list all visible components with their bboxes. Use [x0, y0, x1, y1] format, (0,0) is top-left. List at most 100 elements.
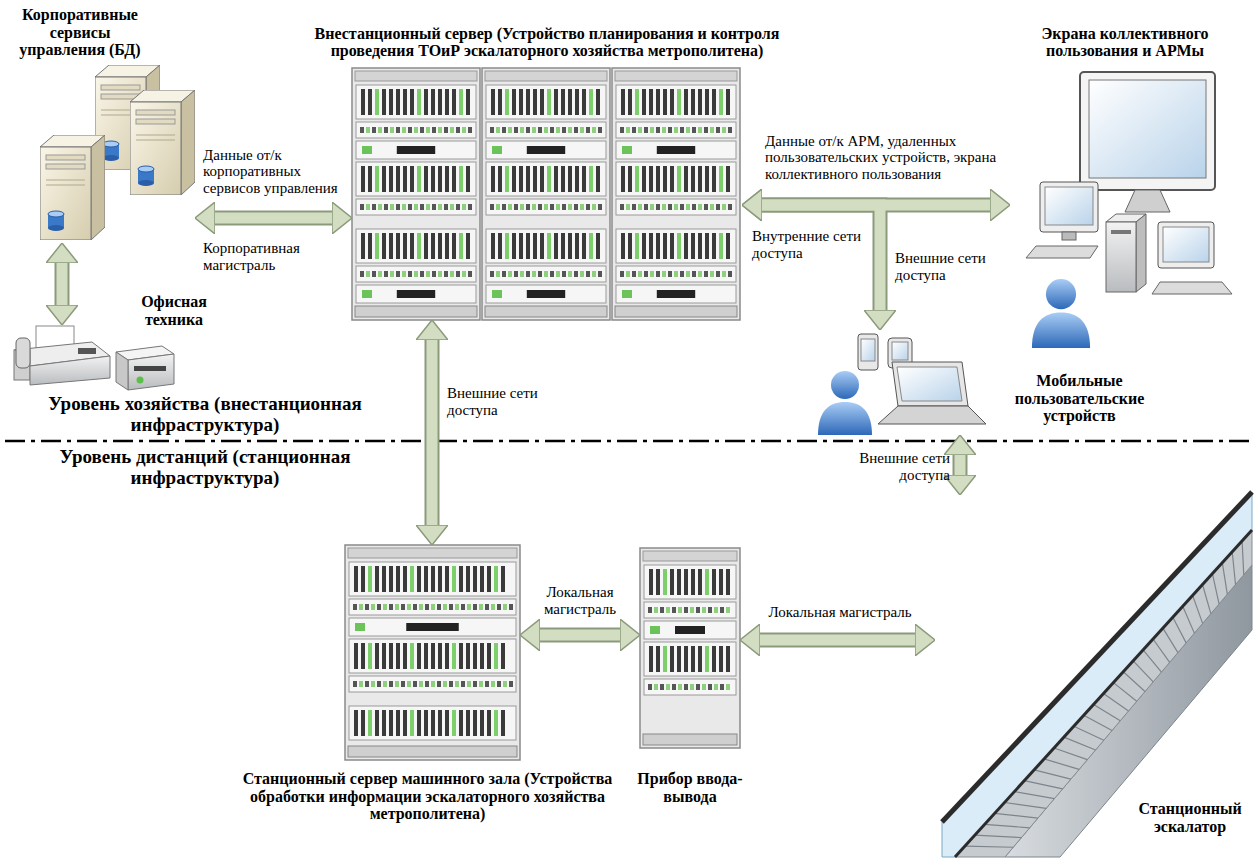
illustration-part	[649, 233, 653, 259]
illustration-part	[586, 204, 590, 210]
node-box: Мобильные пользовательские устройств	[815, 330, 985, 435]
illustration-part	[426, 271, 430, 277]
illustration-part	[438, 166, 442, 192]
connector-arrow	[215, 213, 332, 224]
illustration-part	[575, 166, 579, 192]
illustration-part	[582, 166, 586, 192]
illustration-part	[383, 604, 387, 610]
illustration-part	[450, 204, 454, 210]
illustration-part	[455, 604, 459, 610]
illustration-part	[712, 646, 716, 672]
illustration-part	[349, 706, 516, 740]
illustration-part	[554, 233, 558, 259]
illustration-part	[650, 626, 660, 634]
illustration-part	[452, 710, 456, 736]
illustration-part	[712, 89, 716, 115]
illustration-part	[382, 233, 386, 259]
illustration-part	[461, 681, 465, 687]
illustration-part	[533, 233, 537, 259]
illustration-part	[438, 643, 442, 669]
illustration-part	[644, 271, 648, 277]
illustration-part	[942, 492, 1252, 822]
illustration-part	[532, 271, 536, 277]
illustration-part	[452, 166, 456, 192]
illustration-part	[389, 233, 393, 259]
illustration-part	[582, 89, 586, 115]
illustration-part	[494, 643, 498, 669]
illustration-part	[355, 306, 477, 317]
illustration-part	[596, 89, 600, 115]
illustration-part	[366, 204, 370, 210]
illustration-part	[677, 233, 681, 259]
illustration-part	[626, 204, 630, 210]
illustration-part	[712, 233, 716, 259]
connector-arrow	[57, 263, 68, 305]
illustration-part	[861, 339, 875, 361]
illustration-part	[137, 377, 144, 384]
illustration-part	[672, 684, 676, 690]
illustration-part	[710, 204, 714, 210]
illustration-part	[547, 233, 551, 259]
illustration-part	[666, 607, 670, 613]
illustration-part	[389, 89, 393, 115]
illustration-part	[575, 89, 579, 115]
illustration-part	[527, 290, 565, 298]
illustration-part	[640, 548, 740, 748]
illustration-part	[696, 607, 700, 613]
illustration-part	[678, 607, 682, 613]
illustration-part	[417, 166, 421, 192]
illustration-part	[116, 352, 128, 390]
illustration-part	[644, 679, 736, 695]
illustration-part	[473, 681, 477, 687]
illustration-part	[526, 127, 530, 133]
illustration-part	[482, 68, 610, 320]
illustration-part	[459, 233, 463, 259]
illustration-part	[878, 406, 986, 424]
illustration-part	[501, 643, 505, 669]
illustration-part	[390, 271, 394, 277]
illustration-part	[596, 233, 600, 259]
illustration-part	[378, 127, 382, 133]
illustration-part	[1074, 726, 1104, 740]
illustration-part	[1133, 661, 1153, 682]
illustration-part	[644, 565, 736, 599]
illustration-part	[1173, 617, 1186, 643]
illustration-part	[643, 734, 737, 745]
illustration-part	[722, 271, 726, 277]
illustration-part	[397, 146, 435, 154]
illustration-part	[375, 643, 379, 669]
illustration-part	[361, 166, 365, 192]
connector-outline	[425, 340, 440, 525]
illustration-part	[431, 566, 435, 592]
illustration-part	[626, 271, 630, 277]
illustration-part	[362, 146, 372, 154]
illustration-part	[473, 566, 477, 592]
illustration-part	[466, 643, 470, 669]
illustration-part	[501, 566, 505, 592]
illustration-part	[403, 643, 407, 669]
illustration-part	[660, 607, 664, 613]
illustration-part	[561, 233, 565, 259]
illustration-part	[425, 681, 429, 687]
illustration-part	[1212, 574, 1219, 604]
illustration-part	[406, 623, 459, 631]
illustration-part	[356, 162, 476, 196]
illustration-part	[1203, 585, 1211, 614]
illustration-part	[666, 684, 670, 690]
illustration-part	[692, 204, 696, 210]
illustration-part	[540, 233, 544, 259]
illustration-part	[1232, 552, 1235, 585]
illustration-part	[1136, 214, 1146, 292]
illustration-part	[356, 285, 476, 303]
connector-label: Локальная магистраль	[760, 604, 920, 621]
illustration-part	[16, 338, 30, 368]
illustration-part	[620, 204, 624, 210]
illustration-part	[538, 271, 542, 277]
illustration-part	[1014, 792, 1054, 799]
illustration-part	[401, 604, 405, 610]
illustration-part	[466, 166, 470, 192]
illustration-part	[719, 233, 723, 259]
illustration-part	[712, 569, 716, 595]
illustration-part	[432, 127, 436, 133]
illustration-part	[360, 271, 364, 277]
